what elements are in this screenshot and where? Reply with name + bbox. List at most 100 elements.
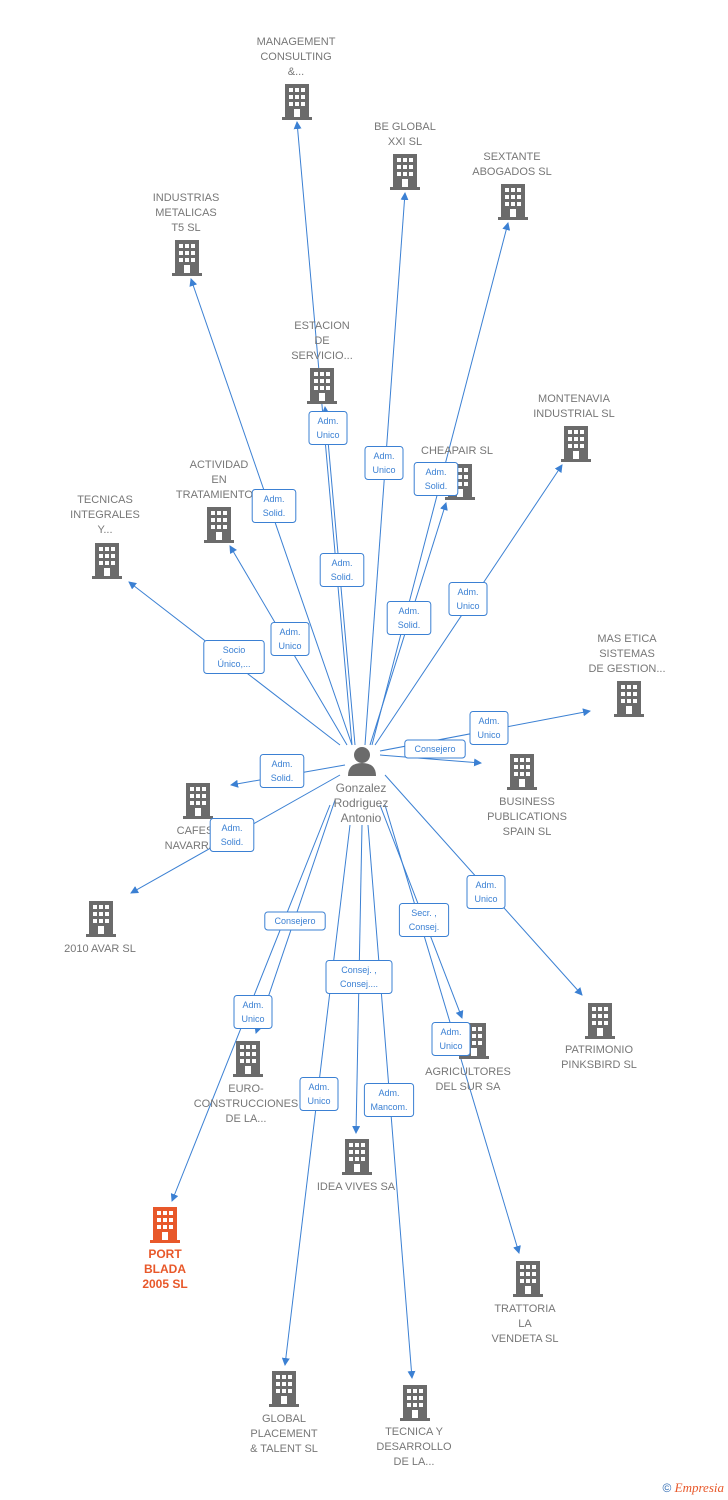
- badge-box: [431, 1022, 471, 1056]
- company-node-estacion[interactable]: ESTACIONDESERVICIO...: [291, 320, 353, 404]
- badge-text-line: Solid.: [221, 837, 244, 847]
- company-node-management[interactable]: MANAGEMENTCONSULTING&...: [257, 36, 336, 120]
- company-label-line: MONTENAVIA: [538, 393, 611, 405]
- badge-text-line: Consej. ,: [341, 965, 377, 975]
- role-badge-avar[interactable]: Adm.Solid.: [209, 818, 255, 852]
- person-name-line-2: Rodriguez: [334, 796, 389, 810]
- role-badge-business[interactable]: Consejero: [404, 739, 466, 759]
- role-badge-management[interactable]: Adm.Solid.: [319, 553, 365, 587]
- role-badge-masetica[interactable]: Adm.Unico: [469, 711, 509, 745]
- company-label-line: CAFES: [177, 825, 214, 837]
- company-node-agricultores[interactable]: AGRICULTORES DEL SUR SA: [425, 1023, 511, 1093]
- building-icon: [86, 901, 116, 937]
- badge-box: [259, 754, 305, 788]
- company-label-line: TECNICAS: [77, 494, 133, 506]
- company-label-line: SPAIN SL: [503, 826, 552, 838]
- company-label-line: DE LA...: [394, 1456, 435, 1468]
- company-label-line: AGRICULTORES: [425, 1066, 511, 1078]
- building-icon: [614, 681, 644, 717]
- role-badge-actividad[interactable]: Adm.Unico: [270, 622, 310, 656]
- building-icon: [400, 1385, 430, 1421]
- company-node-tecnicas[interactable]: TECNICASINTEGRALESY...: [70, 494, 140, 579]
- company-label-line: Y...: [97, 524, 112, 536]
- badge-box: [203, 640, 265, 674]
- role-badge-cheapair[interactable]: Adm. Solid.: [413, 462, 459, 496]
- badge-text-line: Solid.: [398, 620, 421, 630]
- building-icon: [92, 543, 122, 579]
- copyright-icon: ©: [662, 1481, 672, 1495]
- company-label-line: PATRIMONIO: [565, 1044, 633, 1056]
- badge-text-line: Adm.: [425, 467, 446, 477]
- footer-brand: © Empresia: [662, 1480, 724, 1496]
- building-icon: [561, 426, 591, 462]
- role-badge-estacion[interactable]: Adm.Unico: [308, 411, 348, 445]
- building-icon: [150, 1207, 180, 1243]
- building-icon: [204, 507, 234, 543]
- building-icon: [307, 368, 337, 404]
- company-label-line: DEL SUR SA: [435, 1081, 501, 1093]
- company-node-avar[interactable]: 2010 AVAR SL: [64, 901, 136, 955]
- company-label-line: EN: [211, 474, 226, 486]
- badge-text-line: Adm.: [457, 587, 478, 597]
- role-badge-sextante[interactable]: Adm.Solid.: [386, 601, 432, 635]
- role-badge-patrimonio[interactable]: Adm. Unico: [466, 875, 506, 909]
- company-label-line: 2010 AVAR SL: [64, 943, 136, 955]
- badge-text-line: Unico: [477, 730, 500, 740]
- company-label-line: EURO-: [228, 1083, 264, 1095]
- badge-box: [386, 601, 432, 635]
- role-badge-tecnica[interactable]: Adm.Mancom.: [363, 1083, 415, 1117]
- badge-text-line: Solid.: [425, 481, 448, 491]
- badge-box: [448, 582, 488, 616]
- company-label-line: &...: [288, 66, 305, 78]
- badge-text-line: Consej....: [340, 979, 378, 989]
- role-badge-tecnicas[interactable]: SocioÚnico,...: [203, 640, 265, 674]
- building-icon: [233, 1041, 263, 1077]
- company-label-line: BLADA: [144, 1262, 186, 1276]
- role-badge-agricultores[interactable]: Secr. ,Consej.: [398, 903, 450, 937]
- company-label-line: TECNICA Y: [385, 1426, 444, 1438]
- company-node-cheapair[interactable]: CHEAPAIR SL: [421, 445, 493, 500]
- badge-text-line: Unico: [372, 465, 395, 475]
- role-badge-portblada[interactable]: Adm.Unico: [233, 995, 273, 1029]
- role-badge-ideavives[interactable]: Consej. , Consej....: [325, 960, 393, 994]
- badge-text-line: Adm.: [475, 880, 496, 890]
- role-badge-montenavia[interactable]: Adm.Unico: [448, 582, 488, 616]
- company-label-line: MAS ETICA: [597, 633, 657, 645]
- building-icon: [282, 84, 312, 120]
- center-person[interactable]: Gonzalez Rodriguez Antonio: [334, 747, 389, 825]
- company-node-ideavives[interactable]: IDEA VIVES SA: [317, 1139, 396, 1193]
- badge-text-line: Unico: [278, 641, 301, 651]
- role-badge-industrias[interactable]: Adm.Solid.: [251, 489, 297, 523]
- building-icon: [390, 154, 420, 190]
- role-badge-global[interactable]: Adm.Unico: [299, 1077, 339, 1111]
- company-node-actividad[interactable]: ACTIVIDADENTRATAMIENTO...: [176, 459, 262, 543]
- building-icon: [269, 1371, 299, 1407]
- company-label-line: SISTEMAS: [599, 648, 655, 660]
- company-label-line: CONSULTING: [260, 51, 331, 63]
- company-label-line: GLOBAL: [262, 1413, 306, 1425]
- badge-text-line: Unico: [474, 894, 497, 904]
- badge-box: [233, 995, 273, 1029]
- building-icon: [513, 1261, 543, 1297]
- role-badge-cafes[interactable]: Adm.Solid.: [259, 754, 305, 788]
- badge-box: [469, 711, 509, 745]
- role-badge-beglobal[interactable]: Adm.Unico: [364, 446, 404, 480]
- edge-business: [379, 754, 482, 767]
- badge-text-line: Consejero: [274, 916, 315, 926]
- company-label-line: DE: [314, 335, 329, 347]
- role-badge-trattoria[interactable]: Adm.Unico: [431, 1022, 471, 1056]
- role-badge-euro[interactable]: Consejero: [264, 911, 326, 931]
- company-label-line: LA: [518, 1318, 532, 1330]
